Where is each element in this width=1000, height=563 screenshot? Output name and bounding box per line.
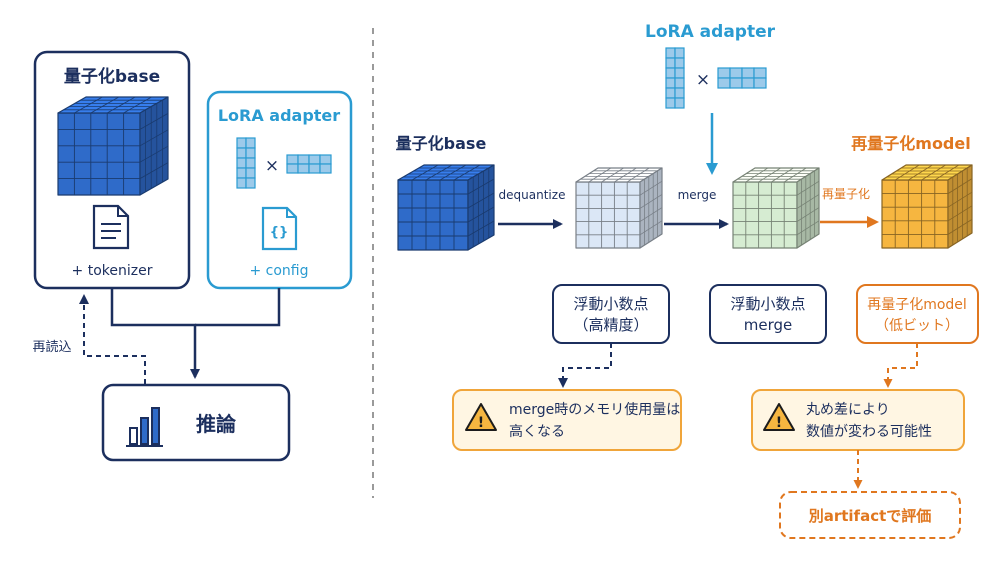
reload-label: 再読込 [32,339,71,355]
warning-icon: ! [465,403,497,431]
memory-warning-line1: merge時のメモリ使用量は [509,401,680,418]
base-cube-icon [57,96,169,196]
rounding-warning-line1: 丸め差により [806,402,890,418]
lowbit-to-rounding-warning-connector [883,343,918,388]
float-precision-line2: （高精度） [573,316,648,334]
low-bit-box [856,284,979,344]
requantized-cube [881,164,973,249]
inference-label: 推論 [196,412,237,436]
merge-label: merge [678,188,717,202]
times-symbol: × [265,156,279,176]
warning-icon: ! [763,403,795,431]
quantized-base-cube [397,164,495,251]
float-merge-line1: 浮動小数点 [730,295,805,313]
adapter-title: LoRA adapter [218,106,340,125]
rounding-warning-line2: 数値が変わる可能性 [806,423,932,440]
float-cube [575,167,663,249]
base-to-inference-connector [110,288,200,379]
right-adapter-title: LoRA adapter [645,22,776,42]
warning-icon-glyph: ! [776,415,782,431]
float-precision-line1: 浮動小数点 [573,295,648,313]
right-base-title: 量子化base [396,134,487,153]
float-precision-box [552,284,670,344]
float-merge-box [709,284,827,344]
warning-icon-glyph: ! [478,415,484,431]
tokenizer-document-icon [92,204,130,250]
config-file-icon: {} [261,206,298,251]
base-title: 量子化base [64,66,160,87]
tokenizer-caption: + tokenizer [72,263,153,279]
low-bit-line1: 再量子化model [867,297,967,313]
float-merge-line2: merge [744,316,793,334]
low-bit-line2: （低ビット） [875,318,959,334]
dequantize-label: dequantize [499,188,566,202]
right-lora-matrix-b-icon [717,67,767,89]
lora-matrix-a-icon [236,137,256,189]
separate-artifact-label: 別artifactで評価 [808,507,932,525]
requantized-model-title: 再量子化model [851,134,970,153]
bar-chart-icon [126,407,163,447]
requantize-label: 再量子化 [822,187,870,201]
adapter-to-inference-connector [195,288,281,327]
config-braces: {} [270,225,289,240]
float-to-memory-warning-connector [558,343,612,388]
right-lora-matrix-a-icon [665,47,685,109]
memory-warning-box [452,389,682,451]
inference-box [101,383,291,462]
right-times-symbol: × [696,70,710,90]
lora-matrix-b-icon [286,154,332,174]
reload-dashed-arrow [79,294,146,384]
config-caption: + config [249,263,308,279]
memory-warning-line2: 高くなる [509,423,565,440]
separate-artifact-box [779,491,961,539]
merged-cube [732,167,820,249]
